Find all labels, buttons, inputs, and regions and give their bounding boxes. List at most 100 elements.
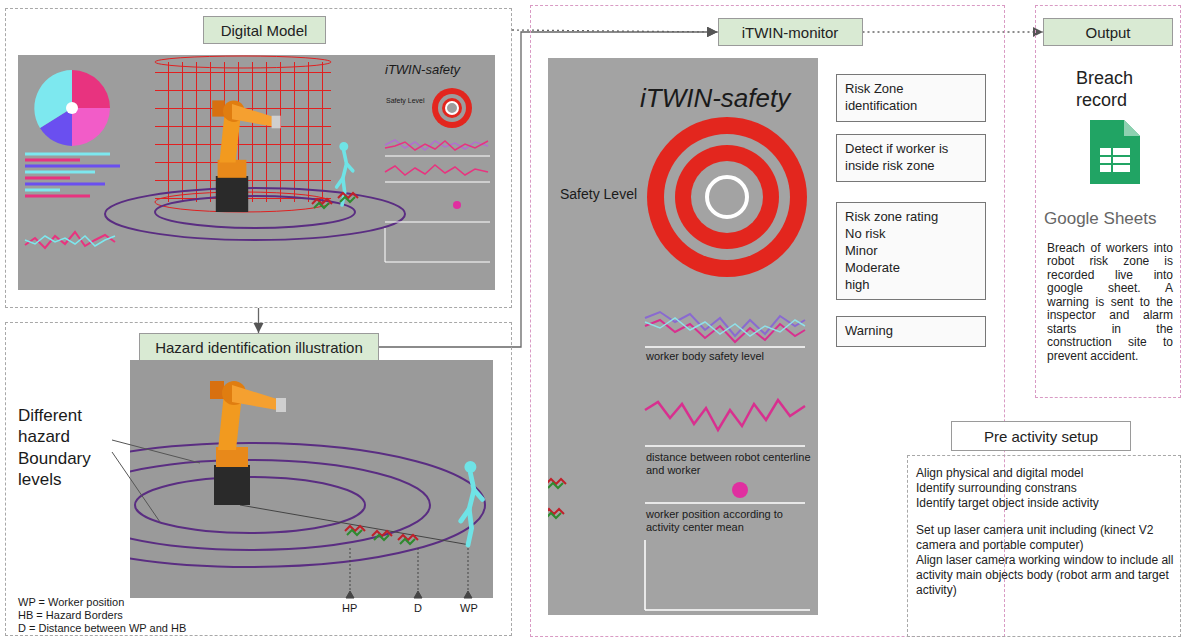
model-panel: Digital Model [5,8,512,308]
hazard-screenshot [372,531,392,540]
text-holder: Breach of workers into robot risk zone i… [1047,242,1173,363]
label-holder: Safety Level [386,97,425,105]
digital-model-screenshot [66,102,78,114]
monitor-screenshot [707,177,747,217]
monitor-screenshot [548,479,566,488]
hazard-screenshot [130,460,430,550]
panel-body: Align physical and digital modelIdentify… [916,466,1174,598]
digital-model-screenshot [105,188,405,240]
digital-model-screenshot [212,100,280,212]
annotation: Different hazard Boundary levels [18,405,110,490]
monitor-screenshot [548,509,564,518]
monitor-screenshot [732,482,748,498]
marker-label: D [414,602,422,615]
digital-model-screenshot [25,165,120,168]
box-text: Risk Zone identification [845,81,977,115]
text-holder: Breach record [1076,68,1176,111]
setup-step: Identify target object inside activity [916,496,1174,511]
label-holder: Safety Level [560,186,637,202]
screen-title: iTWIN-safety [640,84,790,114]
marker-label: WP [460,602,478,615]
hazard-screenshot [461,463,483,545]
abbreviation-note: HB = Hazard Borders [18,609,123,622]
heading-tab: Output [1043,18,1173,46]
digital-model-screenshot [18,55,495,290]
setup-step: Identify surrounding constrans [916,481,1174,496]
monitor-screenshot [548,58,818,615]
panel-heading: iTWIN-monitor [742,24,839,41]
chart-caption: worker position according to activity ce… [646,508,811,534]
sheets-icon [1124,120,1140,136]
digital-model-screenshot [442,98,462,118]
distance-marker [464,591,472,598]
digital-model-screenshot [385,140,488,150]
monitor-screenshot [675,145,779,249]
heading-tab: Digital Model [203,16,326,44]
monitor-screenshot [647,117,807,277]
box-text: Moderate [845,260,977,277]
monitor-screenshot [644,540,646,610]
distance-marker [350,548,351,592]
digital-model-screenshot [25,183,105,186]
distance-marker [418,548,419,592]
setup-panel: Pre activity setupAlign physical and dig… [907,455,1181,637]
digital-model-screenshot [155,56,331,68]
label-holder: D = Distance between WP and HB [18,622,186,635]
box-text: No risk [845,226,977,243]
digital-model-screenshot [25,153,110,156]
digital-model-screenshot [18,55,495,290]
connector-layer [259,30,1044,347]
hazard-screenshot [345,526,365,535]
monitor-screenshot [645,346,805,348]
digital-model-screenshot [438,94,466,122]
flow-connector [379,32,718,347]
screen-title: iTWIN-safety [385,63,460,78]
sheets-icon [1090,120,1140,184]
monitor-screenshot [548,58,818,615]
label-holder: WP = Worker position [18,596,124,609]
output-title: Breach record [1076,68,1176,111]
panel-heading: Hazard identification illustration [155,339,363,356]
digital-model-screenshot [385,156,490,157]
leader-line [112,440,200,522]
digital-model-screenshot [34,70,72,128]
monitor-screenshot [645,400,805,430]
sheets-icon [1100,148,1130,172]
digital-model-screenshot [385,228,386,262]
panel-heading: Output [1085,24,1130,41]
distance-marker [346,591,354,598]
chart-caption: worker body safety level [646,350,764,363]
screen-label: Safety Level [386,97,425,105]
digital-model-screenshot [453,201,461,209]
marker-label: HP [342,602,357,615]
sheets-icon [1090,120,1140,184]
text-holder: Google Sheets [1044,209,1180,229]
digital-model-screenshot [385,182,490,183]
function-box: Risk Zone identification [836,74,986,122]
hazard-screenshot [240,505,470,545]
digital-model-screenshot [25,177,70,180]
setup-step: Align physical and digital model [916,466,1174,481]
distance-marker [468,548,469,592]
monitor-screenshot [645,445,805,447]
digital-model-screenshot [25,159,80,162]
digital-model-screenshot [155,196,355,228]
hazard-screenshot [130,360,493,598]
box-text: Risk zone rating [845,209,977,226]
digital-model-screenshot [25,195,90,198]
setup-step: Set up laser camera unit including (kine… [916,523,1174,553]
sheets-icon [1100,148,1130,172]
leader-line [112,440,200,463]
distance-marker [414,591,422,598]
heading-tab: iTWIN-monitor [718,18,863,46]
label-holder: WP [460,602,478,615]
monitor-screenshot [645,318,805,336]
digital-model-screenshot [72,70,110,108]
setup-step: Align laser camera working window to inc… [916,553,1174,598]
panel-heading: Digital Model [221,22,308,39]
digital-model-screenshot [25,232,115,248]
box-text: Minor [845,243,977,260]
output-panel: OutputBreach recordGoogle SheetsBreach o… [1035,5,1181,398]
panel-heading: Pre activity setup [984,428,1098,445]
